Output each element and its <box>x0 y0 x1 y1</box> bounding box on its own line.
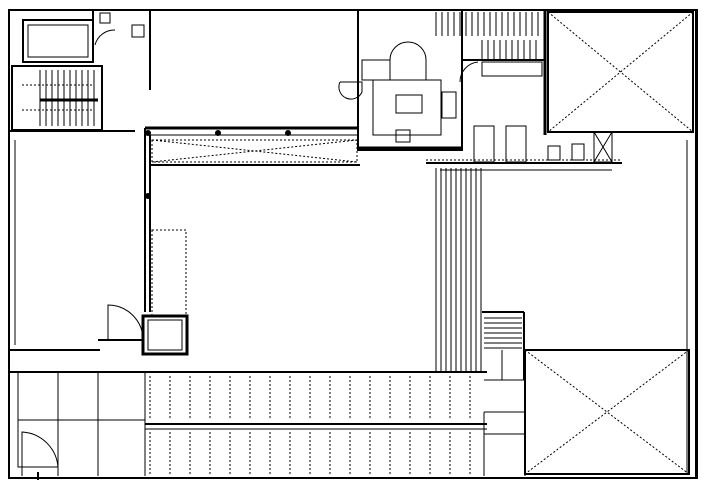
void-top-right <box>547 11 694 133</box>
bottom-parking-band <box>9 371 526 480</box>
exterior-walls <box>8 9 698 479</box>
void-bottom-right <box>524 349 690 475</box>
central-corridor <box>98 126 360 356</box>
kitchen-block <box>338 9 479 151</box>
right-small-stairs <box>482 311 525 381</box>
upper-right-area <box>426 10 622 171</box>
upper-right-stairs <box>435 12 539 60</box>
top-left-rooms <box>11 10 151 131</box>
vertical-ramp <box>435 168 482 372</box>
left-staircase <box>39 70 95 126</box>
